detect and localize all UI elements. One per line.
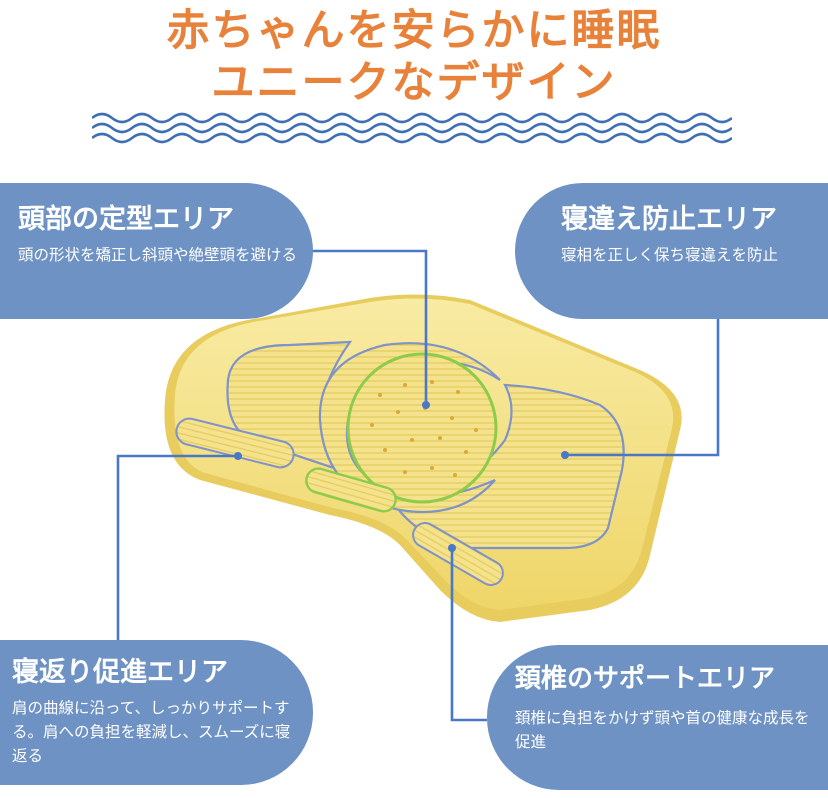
callout-head-shape-area: 頭部の定型エリア 頭の形状を矯正し斜頭や絶壁頭を避ける [0, 183, 313, 319]
callout-title: 頭部の定型エリア [18, 204, 234, 235]
callout-neck-support-area: 頚椎のサポートエリア 頚椎に負担をかけず頭や首の健康な成長を促進 [487, 645, 828, 790]
wave-decoration [92, 112, 732, 144]
callout-title: 頚椎のサポートエリア [515, 664, 776, 694]
head-center-circle [346, 352, 498, 504]
callout-title: 寝返り促進エリア [12, 657, 228, 688]
callout-description: 寝相を正しく保ち寝違えを防止 [561, 245, 779, 264]
callout-description: 頚椎に負担をかけず頭や首の健康な成長を促進 [515, 708, 810, 751]
callout-prevent-misalign-area: 寝違え防止エリア 寝相を正しく保ち寝違えを防止 [515, 183, 828, 319]
callout-title: 寝違え防止エリア [561, 204, 777, 235]
callout-description: 頭の形状を矯正し斜頭や絶壁頭を避ける [18, 245, 298, 264]
callout-rollover-area: 寝返り促進エリア 肩の曲線に沿って、しっかりサポートする。肩への負担を軽減し、ス… [0, 640, 313, 785]
headline-line-2: ユニークなデザイン [211, 58, 617, 108]
headline-line-1: 赤ちゃんを安らかに睡眠 [166, 6, 662, 56]
callout-description: 肩の曲線に沿って、しっかりサポートする。肩への負担を軽減し、スムーズに寝返る [12, 698, 291, 765]
